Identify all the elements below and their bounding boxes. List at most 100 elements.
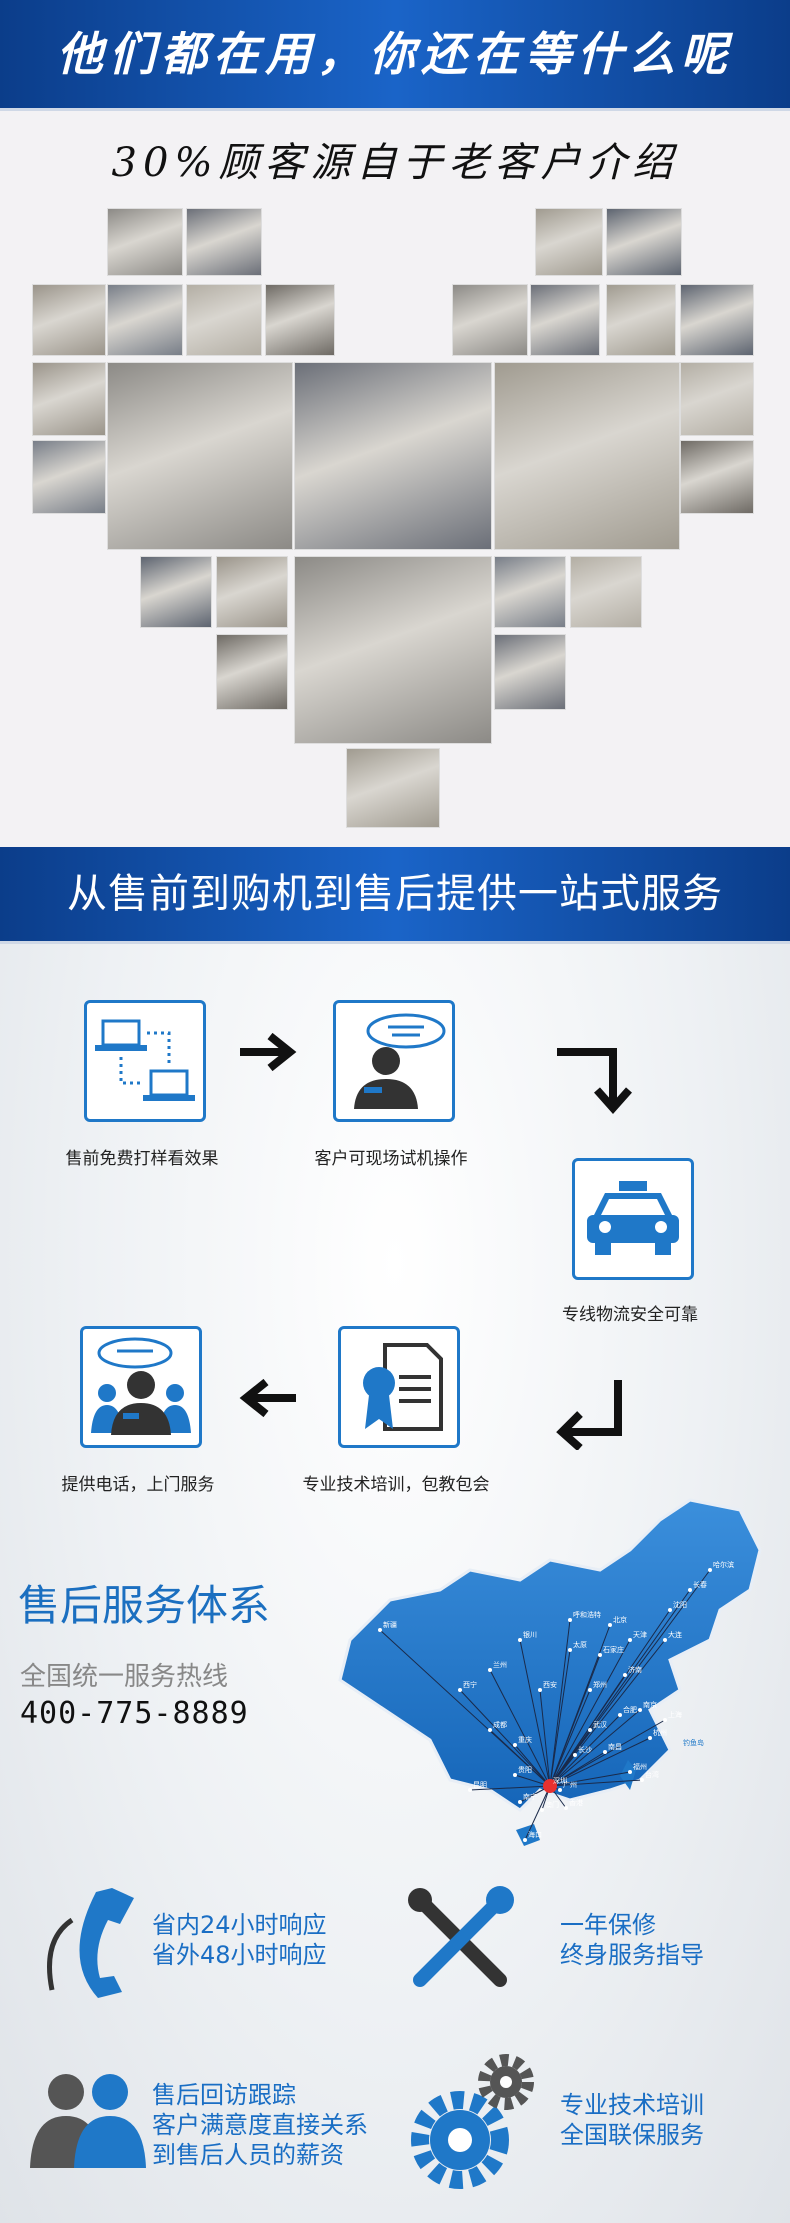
city-label: 北京 bbox=[613, 1615, 627, 1624]
customer-photo bbox=[494, 556, 566, 628]
city-label: 长沙 bbox=[578, 1745, 592, 1754]
city-dot bbox=[558, 1788, 562, 1792]
route-line bbox=[514, 1744, 551, 1787]
city-label: 西安 bbox=[543, 1680, 557, 1689]
china-map-shape bbox=[338, 1498, 762, 1812]
route-line bbox=[549, 1729, 591, 1787]
step-label: 专业技术培训，包教包会 bbox=[302, 1475, 490, 1495]
city-label: 呼和浩特 bbox=[573, 1610, 601, 1619]
city-label: 哈尔滨 bbox=[713, 1560, 734, 1569]
feature-line: 到售后人员的薪资 bbox=[152, 2141, 344, 2169]
city-dot bbox=[588, 1688, 592, 1692]
route-line bbox=[549, 1709, 641, 1787]
city-label: 长春 bbox=[693, 1580, 707, 1589]
city-label: 贵阳 bbox=[518, 1765, 532, 1774]
step-phone-onsite bbox=[80, 1326, 202, 1448]
city-dot bbox=[488, 1728, 492, 1732]
city-dot bbox=[518, 1800, 522, 1804]
city-label: 重庆 bbox=[518, 1735, 532, 1744]
customer-photo bbox=[186, 284, 262, 356]
step-label: 客户可现场试机操作 bbox=[314, 1149, 468, 1169]
taiwan-shape bbox=[620, 1760, 636, 1790]
city-dot bbox=[640, 1778, 644, 1782]
city-dot bbox=[378, 1628, 382, 1632]
route-line bbox=[549, 1639, 631, 1787]
city-label: 武汉 bbox=[593, 1720, 607, 1729]
route-line bbox=[489, 1729, 551, 1787]
city-label: 海口 bbox=[528, 1830, 542, 1839]
city-dot bbox=[488, 1668, 492, 1672]
customer-photo bbox=[494, 634, 566, 710]
hotline-label: 全国统一服务热线 bbox=[20, 1662, 229, 1692]
customer-photo bbox=[452, 284, 528, 356]
feature-line: 一年保修 bbox=[560, 1911, 656, 1939]
after-sales-title: 售后服务体系 bbox=[18, 1581, 271, 1630]
city-dot bbox=[564, 1806, 568, 1810]
city-label: 银川 bbox=[523, 1630, 537, 1639]
city-dot bbox=[568, 1648, 572, 1652]
customer-photo bbox=[265, 284, 335, 356]
city-dot bbox=[518, 1638, 522, 1642]
city-label: 广州 bbox=[563, 1780, 577, 1789]
route-line bbox=[539, 1689, 551, 1787]
header-title: 他们都在用，你还在等什么呢 bbox=[57, 27, 733, 81]
city-dot bbox=[618, 1713, 622, 1717]
customer-photo bbox=[294, 362, 492, 550]
city-label: 上海 bbox=[668, 1710, 682, 1719]
city-dot bbox=[598, 1653, 602, 1657]
customer-photo bbox=[606, 284, 676, 356]
city-label: 南昌 bbox=[608, 1742, 622, 1751]
city-dot bbox=[663, 1638, 667, 1642]
city-label: 太原 bbox=[573, 1640, 587, 1649]
city-dot bbox=[623, 1673, 627, 1677]
taxi-icon bbox=[587, 1181, 679, 1255]
route-line bbox=[549, 1689, 591, 1787]
consultant-speech-icon bbox=[354, 1013, 446, 1109]
step-presale-sample bbox=[84, 1000, 206, 1122]
route-line bbox=[549, 1714, 621, 1787]
city-label: 南京 bbox=[643, 1700, 657, 1709]
customer-photo bbox=[107, 284, 183, 356]
phone-icon bbox=[47, 1888, 134, 1998]
city-dot bbox=[603, 1750, 607, 1754]
city-label: 新疆 bbox=[383, 1620, 397, 1629]
customer-photo bbox=[680, 284, 754, 356]
city-dot bbox=[458, 1688, 462, 1692]
step-label: 售前免费打样看效果 bbox=[65, 1149, 219, 1169]
arrow-right-icon bbox=[236, 1030, 300, 1078]
customer-photo bbox=[570, 556, 642, 628]
city-label: 大连 bbox=[668, 1630, 682, 1639]
feature-line: 专业技术培训 bbox=[560, 2091, 704, 2119]
route-line bbox=[549, 1751, 606, 1787]
people-icon bbox=[30, 2074, 146, 2168]
tools-icon bbox=[408, 1886, 514, 1987]
customer-photo bbox=[530, 284, 600, 356]
city-label: 西宁 bbox=[463, 1680, 477, 1689]
customer-photo bbox=[216, 556, 288, 628]
route-line bbox=[549, 1779, 643, 1787]
feature-line: 终身服务指导 bbox=[560, 1941, 704, 1969]
city-label: 成都 bbox=[493, 1720, 507, 1729]
step-logistics bbox=[572, 1158, 694, 1280]
feature-training: 专业技术培训 全国联保服务 bbox=[560, 2090, 704, 2150]
customer-photo bbox=[216, 634, 288, 710]
route-line bbox=[469, 1785, 551, 1791]
city-dot bbox=[538, 1688, 542, 1692]
arrow-down-left-icon bbox=[556, 1376, 636, 1454]
customer-photo bbox=[186, 208, 262, 276]
customer-photo bbox=[494, 362, 680, 550]
city-dot bbox=[668, 1608, 672, 1612]
feature-line: 省内24小时响应 bbox=[152, 1911, 327, 1939]
customer-photo bbox=[107, 362, 293, 550]
city-label: 兰州 bbox=[493, 1660, 507, 1669]
city-dot bbox=[648, 1736, 652, 1740]
route-line bbox=[549, 1737, 651, 1787]
city-dot bbox=[628, 1638, 632, 1642]
header-banner: 他们都在用，你还在等什么呢 bbox=[0, 0, 790, 111]
city-label: 南宁 bbox=[523, 1792, 537, 1801]
city-dot bbox=[468, 1788, 472, 1792]
step-onsite-trial bbox=[333, 1000, 455, 1122]
city-dot bbox=[568, 1618, 572, 1622]
route-line bbox=[549, 1619, 571, 1787]
feature-response: 省内24小时响应 省外48小时响应 bbox=[152, 1910, 327, 1970]
